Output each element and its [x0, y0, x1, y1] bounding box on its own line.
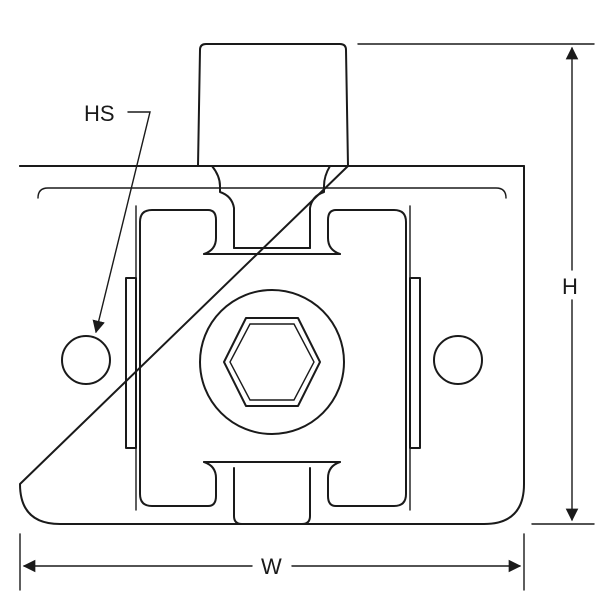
hs-leader-line [92, 111, 151, 334]
h-label: H [562, 274, 578, 299]
hex-bore [223, 317, 321, 407]
cage-outer [135, 205, 411, 511]
top-boss [197, 43, 349, 167]
mounting-hole-right [433, 335, 483, 385]
hex-bore-inner [229, 323, 315, 401]
w-label: W [261, 554, 282, 579]
neck-right [309, 165, 331, 249]
inner-return-line [37, 187, 507, 199]
neck-left [211, 165, 235, 249]
nut-body [203, 247, 341, 463]
side-clip-left [125, 277, 137, 449]
base-plate [19, 165, 525, 525]
bottom-tab [233, 467, 311, 525]
side-clip-right [409, 277, 421, 449]
mounting-hole-left [61, 335, 111, 385]
hs-label: HS [84, 101, 115, 126]
cage-frame [139, 209, 407, 507]
nut-collar [199, 289, 345, 435]
